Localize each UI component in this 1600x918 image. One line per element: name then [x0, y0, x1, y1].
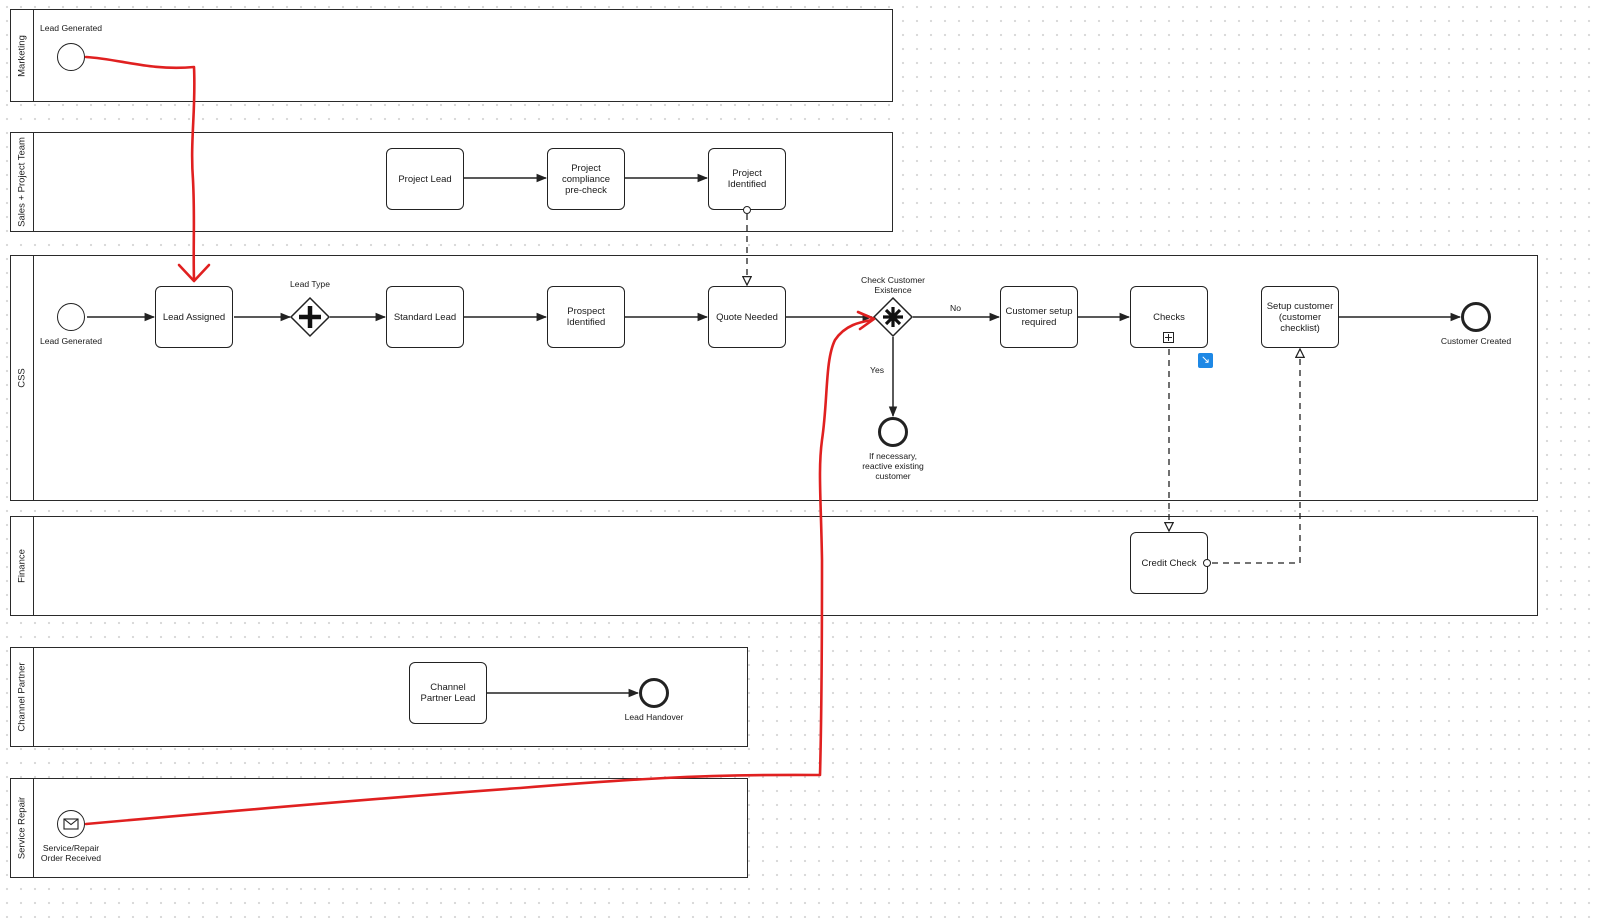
pool-marketing[interactable]: Marketing: [10, 9, 893, 102]
event-label-line: Order Received: [40, 853, 102, 863]
start-event-lead-generated-css[interactable]: [57, 303, 85, 331]
event-label: Lead Generated: [39, 336, 103, 346]
task-label: Credit Check: [1141, 557, 1197, 569]
pool-label: Channel Partner: [16, 662, 28, 732]
task-standard-lead[interactable]: Standard Lead: [386, 286, 464, 348]
pool-label: Sales + Project Team: [16, 137, 28, 227]
task-lead-assigned[interactable]: Lead Assigned: [155, 286, 233, 348]
pool-label: Marketing: [16, 34, 28, 77]
flow-label-no: No: [950, 303, 961, 313]
gateway-label: Check Customer Existence: [861, 275, 925, 295]
task-label-line: checklist): [1280, 322, 1320, 334]
event-label: If necessary, reactive existing customer: [862, 451, 924, 481]
pool-header: Marketing: [11, 10, 34, 101]
event-label: Lead Handover: [624, 712, 684, 722]
task-label-line: Setup customer: [1266, 300, 1334, 312]
task-label-line: Partner Lead: [420, 693, 476, 704]
pool-header: Finance: [11, 517, 34, 615]
task-credit-check[interactable]: Credit Check: [1130, 532, 1208, 594]
gateway-label: Lead Type: [290, 279, 330, 289]
pool-header: CSS: [11, 256, 34, 500]
envelope-icon: [63, 818, 79, 830]
task-label-line: pre-check: [565, 184, 607, 196]
task-label-line: required: [1021, 317, 1057, 328]
gateway-complex-check-customer[interactable]: [872, 296, 914, 338]
event-label: Service/Repair Order Received: [41, 843, 101, 863]
task-label: Checks: [1153, 311, 1185, 323]
task-label: Lead Assigned: [162, 311, 226, 323]
pool-label: Finance: [16, 549, 28, 583]
gateway-parallel-lead-type[interactable]: [289, 296, 331, 338]
event-label-line: customer: [875, 471, 911, 481]
end-event-lead-handover[interactable]: [639, 678, 669, 708]
pool-finance[interactable]: Finance: [10, 516, 1538, 616]
pool-channel-partner[interactable]: Channel Partner: [10, 647, 748, 747]
event-label-line: reactive existing: [862, 461, 924, 471]
subprocess-expand-marker-icon[interactable]: [1163, 332, 1174, 343]
pool-service-repair[interactable]: Service Repair: [10, 778, 748, 878]
task-label-line: Project: [571, 162, 601, 174]
pool-label: CSS: [16, 368, 28, 388]
task-label-line: Identified: [727, 179, 767, 190]
pool-header: Service Repair: [11, 779, 34, 877]
task-label-line: Identified: [566, 317, 606, 328]
boundary-connector-circle: [1203, 559, 1211, 567]
task-label: Quote Needed: [716, 311, 778, 323]
task-project-lead[interactable]: Project Lead: [386, 148, 464, 210]
pool-label: Service Repair: [16, 796, 28, 860]
boundary-connector-circle: [743, 206, 751, 214]
task-label-line: Customer setup: [1005, 306, 1073, 317]
task-label-line: Channel: [430, 682, 466, 693]
expand-diagonal-arrow-icon[interactable]: ↘: [1198, 353, 1213, 368]
message-start-event-service-repair[interactable]: [57, 810, 85, 838]
gateway-label-line: Existence: [874, 285, 912, 295]
task-label-line: compliance: [561, 173, 611, 185]
pool-header: Channel Partner: [11, 648, 34, 746]
task-label: Project Lead: [398, 173, 452, 185]
event-label: Customer Created: [1440, 336, 1512, 346]
event-label-line: If necessary,: [868, 451, 918, 461]
task-label-line: (customer: [1278, 311, 1322, 323]
task-quote-needed[interactable]: Quote Needed: [708, 286, 786, 348]
start-event-lead-generated-marketing[interactable]: [57, 43, 85, 71]
task-label-line: Prospect: [567, 306, 605, 317]
task-label-line: Project: [732, 168, 762, 179]
event-label-line: Service/Repair: [42, 843, 100, 853]
task-label: Standard Lead: [393, 311, 457, 323]
end-event-customer-created[interactable]: [1461, 302, 1491, 332]
gateway-label-line: Check Customer: [861, 275, 925, 285]
pool-header: Sales + Project Team: [11, 133, 34, 231]
event-label: Lead Generated: [39, 23, 103, 33]
flow-label-yes: Yes: [870, 365, 885, 375]
end-event-reactivate[interactable]: [878, 417, 908, 447]
